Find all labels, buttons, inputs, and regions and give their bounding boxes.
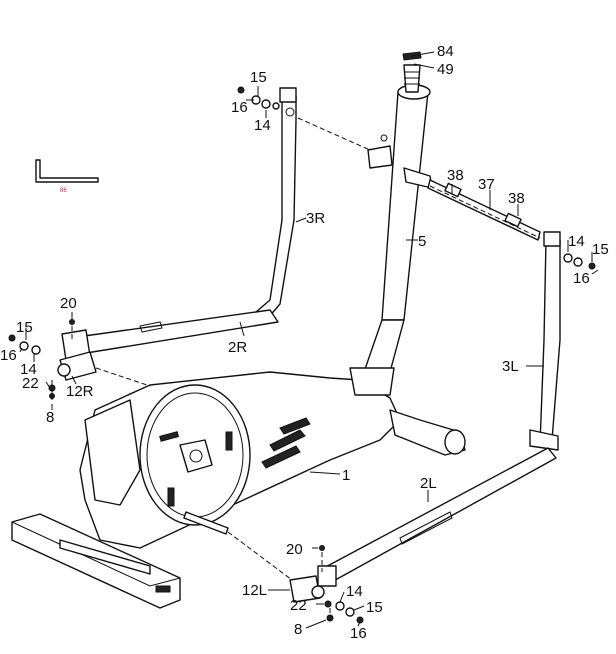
label-12l: 12L [242, 582, 267, 599]
label-8-left: 8 [294, 621, 302, 638]
label-14-right-pivot: 14 [20, 361, 37, 378]
label-16: 16 [231, 99, 248, 116]
hardware-top-right-arm [237, 86, 280, 110]
left-upper-arm [529, 231, 561, 451]
label-14-left-pivot: 14 [346, 583, 363, 600]
label-8: 8 [46, 409, 54, 426]
label-22: 22 [22, 375, 39, 392]
hardware-left-pivot [335, 601, 364, 624]
label-1: 1 [342, 467, 350, 484]
label-37: 37 [478, 176, 495, 193]
right-upper-arm [255, 87, 297, 319]
leader-lines [19, 51, 599, 629]
label-15-left-arm: 15 [592, 241, 609, 258]
part-labels: 84 49 15 16 14 3R 5 38 37 38 14 15 16 20… [0, 43, 609, 642]
crank-axle [183, 511, 229, 535]
label-2l: 2L [420, 475, 437, 492]
label-14-left-arm: 14 [568, 233, 585, 250]
label-15-right-pivot: 15 [16, 319, 33, 336]
label-20: 20 [60, 295, 77, 312]
label-2r: 2R [228, 339, 247, 356]
label-49: 49 [437, 61, 454, 78]
label-38: 38 [447, 167, 464, 184]
main-frame [11, 371, 466, 609]
label-12r: 12R [66, 383, 94, 400]
label-22-left: 22 [290, 597, 307, 614]
allen-wrench-icon [35, 159, 99, 183]
label-38-right: 38 [508, 190, 525, 207]
left-pivot [289, 545, 334, 622]
assembly-lines [51, 117, 541, 620]
hardware-right-pivot [8, 334, 41, 355]
label-20-left: 20 [286, 541, 303, 558]
label-16-left-pivot: 16 [350, 625, 367, 642]
label-84: 84 [437, 43, 454, 60]
label-86: 86 [60, 188, 67, 194]
label-15: 15 [250, 69, 267, 86]
label-5: 5 [418, 233, 426, 250]
label-15-left-pivot: 15 [366, 599, 383, 616]
label-16-right-pivot: 16 [0, 347, 17, 364]
left-lower-arm [317, 447, 557, 587]
hardware-top-left-arm [563, 253, 596, 270]
upright-mast [349, 64, 433, 396]
label-14: 14 [254, 117, 271, 134]
label-3l: 3L [502, 358, 519, 375]
label-3r: 3R [306, 210, 325, 227]
label-16-left-arm: 16 [573, 270, 590, 287]
